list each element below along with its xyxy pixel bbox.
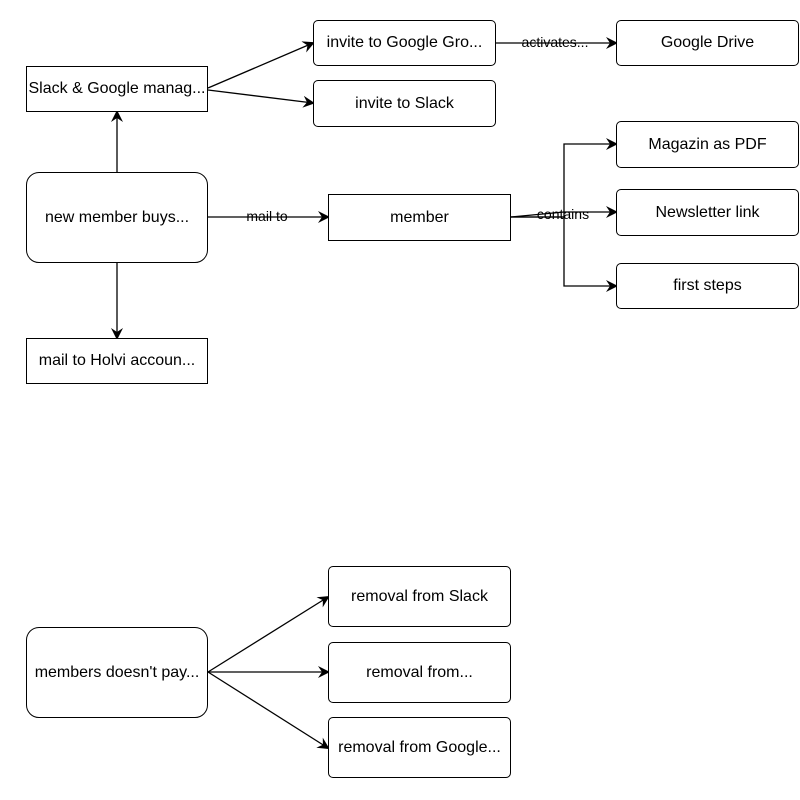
edge-member-to-newsletter [510,206,618,218]
node-slack-google-management[interactable]: Slack & Google manag... [26,66,208,112]
node-removal-mid[interactable]: removal from... [328,642,511,703]
edge-member-to-first-steps [511,216,618,292]
node-label: first steps [673,277,742,294]
edge-label-mail-to: mail to [246,208,288,224]
node-label: Magazin as PDF [648,135,767,153]
edge-no-pay-to-removal-google [207,671,330,750]
node-member[interactable]: member [328,194,511,241]
edge-label-activates: activates... [521,34,589,50]
edge-no-pay-to-removal-slack [207,595,330,673]
node-label: invite to Slack [355,94,454,112]
node-invite-google-groups[interactable]: invite to Google Gro... [313,20,496,66]
node-first-steps[interactable]: first steps [616,263,799,309]
node-label: Slack & Google manag... [28,80,206,97]
node-label: new member buys... [44,208,190,226]
node-members-doesnt-pay[interactable]: members doesn't pay... [26,627,208,718]
node-label: members doesn't pay... [34,663,200,681]
node-magazin-pdf[interactable]: Magazin as PDF [616,121,799,168]
edge-slack-google-to-invite-slack [207,89,315,108]
edge-label-contains: contains [536,206,590,222]
node-removal-slack[interactable]: removal from Slack [328,566,511,627]
node-label: removal from Slack [351,587,488,605]
node-label: member [390,208,449,226]
node-label: mail to Holvi accoun... [38,352,196,369]
node-label: removal from Google... [338,738,501,756]
edge-slack-google-to-invite-google [207,41,315,89]
node-label: invite to Google Gro... [326,34,483,51]
node-removal-google[interactable]: removal from Google... [328,717,511,778]
node-newsletter-link[interactable]: Newsletter link [616,189,799,236]
node-label: removal from... [366,663,473,681]
node-new-member-buys[interactable]: new member buys... [26,172,208,263]
node-google-drive[interactable]: Google Drive [616,20,799,66]
node-label: Google Drive [660,34,755,51]
node-label: Newsletter link [655,203,760,221]
node-invite-slack[interactable]: invite to Slack [313,80,496,127]
node-mail-holvi[interactable]: mail to Holvi accoun... [26,338,208,384]
